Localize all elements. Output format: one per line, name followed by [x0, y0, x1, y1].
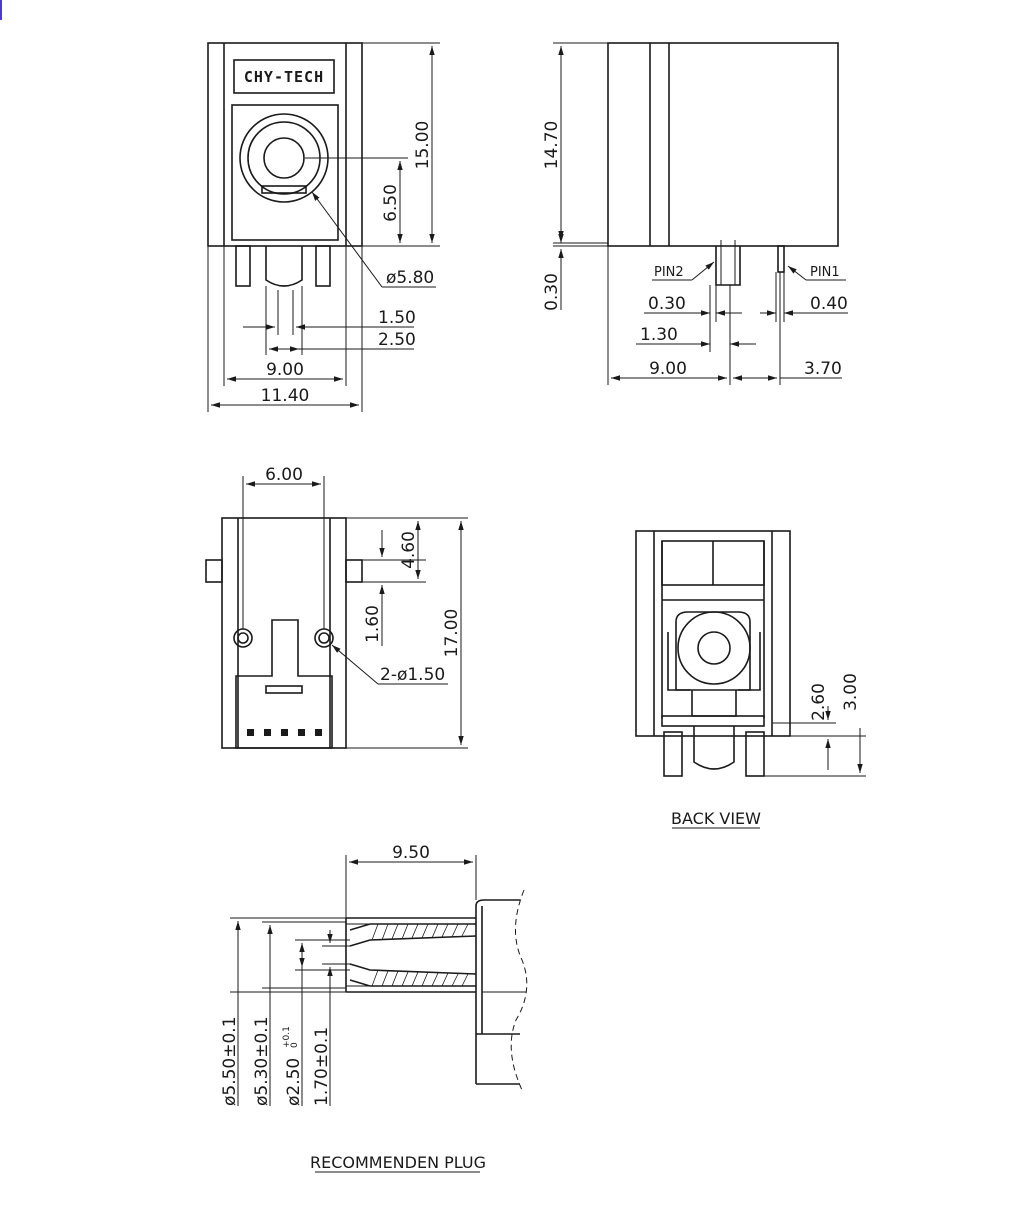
- dim-plug-pin: 1.70±0.1: [312, 1027, 332, 1106]
- dim-back-2-6: 2.60: [809, 683, 829, 721]
- edge-marker: [0, 0, 2, 20]
- dim-standoff: 0.30: [542, 273, 562, 311]
- dim-plug-inner: ø2.50: [284, 1058, 304, 1106]
- brand-label-box: [233, 59, 335, 94]
- dim-depth-9: 9.00: [649, 359, 687, 379]
- pin2-label: PIN2: [654, 265, 684, 280]
- dim-width-9: 9.00: [266, 360, 304, 380]
- front-view: CHY-TECH 15.00 6.50 ø5.80 1.50: [207, 42, 440, 412]
- dim-plug-outer: ø5.50±0.1: [220, 1016, 240, 1106]
- tol-upper: +0.1: [282, 1026, 292, 1048]
- dim-hole-spacing: 6.00: [265, 465, 303, 485]
- dim-height-15: 15.00: [413, 121, 433, 170]
- dim-jack-center: 6.50: [381, 184, 401, 222]
- dim-height-14-7: 14.70: [542, 121, 562, 170]
- side-view: 14.70 0.30 PIN2 PIN1 0.30 0.40 1.30 9.00…: [542, 42, 848, 385]
- dim-tab-width: 1.60: [363, 605, 383, 643]
- dim-width-11-4: 11.40: [261, 386, 310, 406]
- back-view: 2.60 3.00 BACK VIEW: [635, 530, 866, 829]
- back-jack-hole: [697, 631, 731, 665]
- dim-jack-diameter: ø5.80: [386, 268, 434, 288]
- tol-lower: 0: [290, 1042, 300, 1048]
- dim-pin1-offset: 3.70: [804, 359, 842, 379]
- dim-length-17: 17.00: [442, 609, 462, 658]
- dim-plug-mid: ø5.30±0.1: [252, 1016, 272, 1106]
- dim-tab-offset: 4.60: [399, 531, 419, 569]
- dim-pin-offset: 1.30: [640, 325, 678, 345]
- jack-pin-hole: [263, 137, 305, 179]
- hatch-lower: [371, 969, 469, 987]
- dim-pin-width: 1.50: [378, 308, 416, 328]
- dim-pin2-width: 0.30: [648, 294, 686, 314]
- dim-hole-diameter: 2-ø1.50: [380, 665, 445, 685]
- plug-view: 9.50 ø5.50±0.1 ø5.30±0.1 ø2.50 +0.1 0 1.…: [220, 843, 528, 1173]
- dim-back-3: 3.00: [841, 673, 861, 711]
- plug-caption: RECOMMENDEN PLUG: [310, 1153, 486, 1172]
- mount-hole-left: [233, 628, 253, 648]
- brand-logo: CHY-TECH: [244, 68, 324, 86]
- dim-pin-span: 2.50: [378, 330, 416, 350]
- dim-pin1-width: 0.40: [810, 294, 848, 314]
- dim-plug-depth: 9.50: [392, 843, 430, 863]
- hatch-upper: [371, 923, 469, 941]
- back-view-caption: BACK VIEW: [671, 809, 761, 828]
- pin1-label: PIN1: [810, 265, 840, 280]
- bottom-view: 6.00 4.60 1.60 17.00 2-ø1.50: [205, 465, 468, 749]
